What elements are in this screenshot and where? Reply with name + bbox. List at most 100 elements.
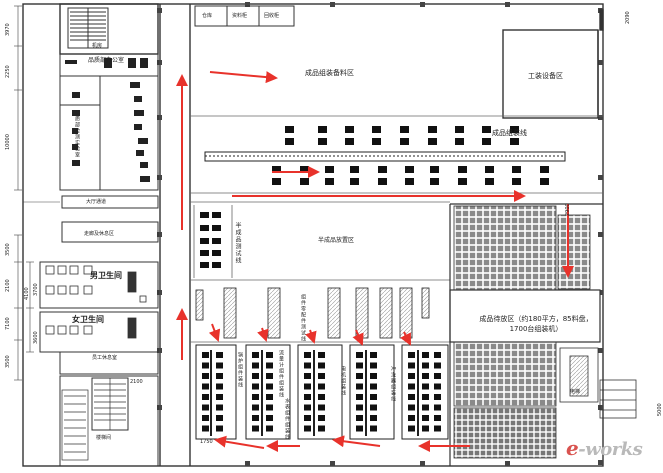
small-label-2: 电梯 [570,389,581,395]
sub-machine-8-3 [408,383,415,390]
line-main-label: 成品组装线 [492,129,527,137]
sub-machine-3-1 [266,362,273,369]
sub-machine-9-3 [422,383,429,390]
machine-bot2-1 [300,178,309,185]
machine-top-6 [455,126,464,133]
machine-top-2 [345,126,354,133]
dim-7100: 7100 [5,317,11,330]
sub-machine-6-3 [356,383,363,390]
line-washer-label: 冲洗器组装线 [390,366,396,402]
office-desks [65,58,150,182]
sub-machine-6-0 [356,352,363,358]
machine-bot-8 [485,166,494,173]
semi-test-machines [200,212,221,268]
sub-machine-3-4 [266,394,273,400]
line-pump-label: 组件零配件测试线 [300,294,306,342]
sub-machine-6-1 [356,362,363,369]
sub-machine-10-2 [434,373,441,379]
sub-machine-7-1 [370,362,377,369]
sub-machine-4-3 [304,383,311,390]
tooling-area [502,9,604,119]
sub-machine-9-2 [422,373,429,379]
sub-machine-4-1 [304,362,311,369]
top-rooms [194,5,295,27]
sub-machine-1-3 [216,383,223,390]
sub-lines [195,344,449,440]
machine-top-5 [428,126,437,133]
sub-machine-0-7 [202,425,209,432]
sub-machine-9-4 [422,394,429,400]
sub-machine-5-6 [318,415,325,421]
sub-machine-2-3 [252,383,259,390]
sub-machine-8-4 [408,394,415,400]
dim-1750: 1750 [200,439,213,445]
sub-machine-10-6 [434,415,441,421]
dim-2100b: 2100 [130,379,143,385]
sub-machine-9-0 [422,352,429,358]
assembly-machines [272,126,549,185]
sub-machine-7-0 [370,352,377,358]
dim-2100a: 2100 [5,279,11,292]
small-label-1: 机房 [92,43,103,49]
machine-bot-9 [512,166,521,173]
sub-machine-2-2 [252,373,259,379]
dim-3500: 3500 [5,243,11,256]
dim-3970: 3970 [5,23,11,36]
sub-machine-5-0 [318,352,325,358]
sub-machine-0-0 [202,352,209,358]
sub-machine-8-5 [408,404,415,411]
logo-e: e [566,436,579,460]
sub-machine-5-1 [318,362,325,369]
zone-semi-test-label: 半成品测试线 [234,222,241,264]
stair-bottom [61,378,126,461]
sub-machine-9-5 [422,404,429,411]
sub-machine-0-1 [202,362,209,369]
flow-arrows [176,71,574,452]
sub-machine-2-4 [252,394,259,400]
sub-machine-1-4 [216,394,223,400]
sub-machine-10-0 [434,352,441,358]
machine-bot2-6 [430,178,439,185]
dim-2900: 2900 [565,203,571,216]
sub-machine-2-1 [252,362,259,369]
stairs-label: 走廊及休息区 [84,231,115,237]
sub-machine-0-3 [202,383,209,390]
finished-store-label: 成品待放区（约180平方，85料盘，1700台组装机） [479,315,593,333]
toilets [45,265,147,339]
machine-bot2-3 [350,178,359,185]
sub-machine-7-3 [370,383,377,390]
sub-machine-3-2 [266,373,273,379]
sub-machine-4-7 [304,425,311,432]
machine-top2-4 [400,138,409,145]
sub-machine-0-5 [202,404,209,411]
sub-machine-2-7 [252,425,259,432]
machine-top-3 [372,126,381,133]
machine-bot-7 [458,166,467,173]
machine-top2-3 [372,138,381,145]
office-room-label: 品质部检测实验室 [74,110,80,158]
machine-bot2-4 [378,178,387,185]
dim-2090: 2090 [625,11,631,24]
sub-machine-10-1 [434,362,441,369]
sub-machine-1-5 [216,404,223,411]
dim-10000: 10000 [5,134,11,150]
sub-machine-3-5 [266,404,273,411]
sub-machine-4-4 [304,394,311,400]
sub-machine-5-4 [318,394,325,400]
machine-bot-1 [300,166,309,173]
dim-2250: 2250 [5,65,11,78]
machine-bot-0 [272,166,281,173]
sub-machine-4-6 [304,415,311,421]
sub-machine-3-3 [266,383,273,390]
sub-machine-9-1 [422,362,429,369]
toilet-female-label: 女卫生间 [72,315,104,324]
sub-machine-7-2 [370,373,377,379]
sub-machine-3-0 [266,352,273,358]
sub-machine-2-5 [252,404,259,411]
sub-machine-1-2 [216,373,223,379]
storage-grid [449,203,603,466]
machine-bot-6 [430,166,439,173]
sub-machine-9-7 [422,425,429,432]
sub-machine-0-6 [202,415,209,421]
sub-machine-6-4 [356,394,363,400]
